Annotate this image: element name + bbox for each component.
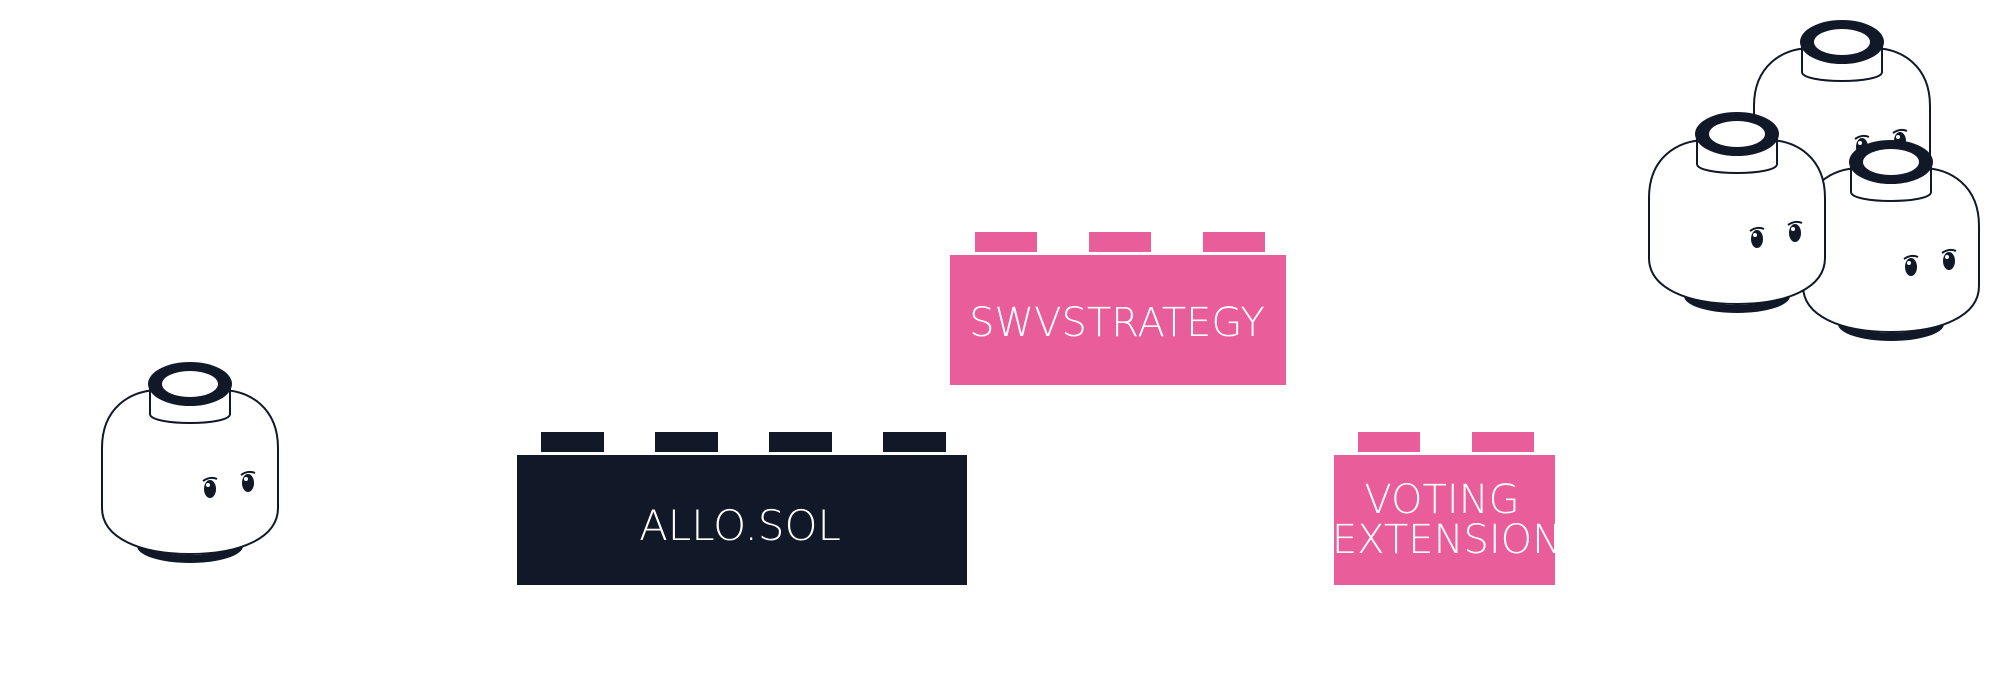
- brick-stud: [883, 432, 946, 452]
- brick-label: ALLO.SOL: [639, 501, 841, 550]
- brick-stud: [769, 432, 832, 452]
- brick-stud: [655, 432, 718, 452]
- brick-stud: [1089, 232, 1151, 252]
- swvstrategy-brick: SWVSTRATEGY: [950, 232, 1286, 385]
- character-group: [1648, 19, 1980, 342]
- brick-body: [950, 255, 1286, 385]
- brick-stud: [1203, 232, 1265, 252]
- minifig-head-icon: [101, 361, 279, 564]
- brick-label: SWVSTRATEGY: [969, 300, 1265, 346]
- voting-extension-brick: VOTING EXTENSION: [1332, 432, 1562, 585]
- brick-body: [1334, 455, 1555, 585]
- brick-stud: [541, 432, 604, 452]
- allo-sol-brick: ALLO.SOL: [517, 432, 967, 585]
- brick-label-line-2: EXTENSION: [1332, 517, 1562, 563]
- brick-label-line-1: VOTING: [1364, 477, 1519, 523]
- brick-stud: [1358, 432, 1420, 452]
- brick-stud: [1472, 432, 1534, 452]
- brick-body: [517, 455, 967, 585]
- brick-stud: [975, 232, 1037, 252]
